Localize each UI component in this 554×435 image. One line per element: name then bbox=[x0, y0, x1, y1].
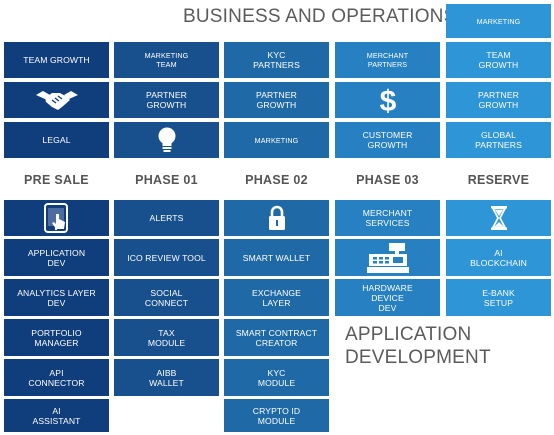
tile-application-dev: APPLICATION DEV bbox=[4, 239, 109, 276]
tile-social-connect: SOCIAL CONNECT bbox=[114, 279, 219, 316]
lightbulb-icon bbox=[158, 127, 175, 152]
tile-partner-growth: PARTNER GROWTH bbox=[224, 82, 329, 118]
phase-heading-presale: PRE SALE bbox=[24, 173, 89, 187]
tile-aibb-wallet: AIBB WALLET bbox=[114, 359, 219, 396]
svg-text:$: $ bbox=[379, 85, 396, 115]
phase-heading-phase-01: PHASE 01 bbox=[135, 173, 198, 187]
tile-customer-growth: CUSTOMER GROWTH bbox=[335, 122, 440, 158]
tile-marketing: MARKETING bbox=[446, 4, 551, 38]
tile-team-growth: TEAM GROWTH bbox=[446, 42, 551, 78]
hourglass-icon bbox=[490, 206, 507, 230]
tile-merchant-partners: MERCHANT PARTNERS bbox=[335, 42, 440, 78]
tile-partnership bbox=[4, 82, 109, 118]
lock-icon bbox=[268, 205, 285, 230]
tile-partner-growth: PARTNER GROWTH bbox=[114, 82, 219, 118]
tile-partner-growth: PARTNER GROWTH bbox=[446, 82, 551, 118]
tile-ai-blockchain: AI BLOCKCHAIN bbox=[446, 239, 551, 276]
tile-tax-module: TAX MODULE bbox=[114, 319, 219, 356]
tile-portfolio-manager: PORTFOLIO MANAGER bbox=[4, 319, 109, 356]
business-section-title: BUSINESS AND OPERATIONS bbox=[183, 6, 457, 27]
application-section-title-line2: DEVELOPMENT bbox=[345, 347, 491, 368]
tile-ai-assistant: AI ASSISTANT bbox=[4, 399, 109, 432]
dollar-icon: $ bbox=[379, 85, 396, 115]
tile-legal: LEGAL bbox=[4, 122, 109, 158]
phase-heading-phase-03: PHASE 03 bbox=[356, 173, 419, 187]
handshake-icon bbox=[35, 91, 78, 110]
tile-kyc-partners: KYC PARTNERS bbox=[224, 42, 329, 78]
tile-exchange-layer: EXCHANGE LAYER bbox=[224, 279, 329, 316]
tile-api-connector: API CONNECTOR bbox=[4, 359, 109, 396]
tile-mobile-app bbox=[4, 200, 109, 236]
cash-register-icon bbox=[366, 242, 409, 273]
tile-finance: $ bbox=[335, 82, 440, 118]
tablet-touch-icon bbox=[43, 203, 68, 233]
tile-smart-contract-creator: SMART CONTRACT CREATOR bbox=[224, 319, 329, 356]
tile-ideas bbox=[114, 122, 219, 158]
tile-hardware-device-dev: HARDWARE DEVICE DEV bbox=[335, 279, 440, 316]
tile-analytics-layer-dev: ANALYTICS LAYER DEV bbox=[4, 279, 109, 316]
tile-timing bbox=[446, 200, 551, 236]
tile-point-of-sale bbox=[335, 239, 440, 276]
application-section-title-line1: APPLICATION bbox=[345, 324, 472, 345]
phase-heading-phase-02: PHASE 02 bbox=[245, 173, 308, 187]
tile-marketing-team: MARKETING TEAM bbox=[114, 42, 219, 78]
tile-marketing: MARKETING bbox=[224, 122, 329, 158]
tile-smart-wallet: SMART WALLET bbox=[224, 239, 329, 276]
tile-merchant-services: MERCHANT SERVICES bbox=[335, 200, 440, 236]
tile-crypto-id-module: CRYPTO ID MODULE bbox=[224, 399, 329, 432]
tile-ebank-setup: E-BANK SETUP bbox=[446, 279, 551, 316]
tile-ico-review-tool: ICO REVIEW TOOL bbox=[114, 239, 219, 276]
tile-team-growth: TEAM GROWTH bbox=[4, 42, 109, 78]
tile-kyc-module: KYC MODULE bbox=[224, 359, 329, 396]
tile-alerts: ALERTS bbox=[114, 200, 219, 236]
phase-heading-reserve: RESERVE bbox=[467, 173, 530, 187]
tile-global-partners: GLOBAL PARTNERS bbox=[446, 122, 551, 158]
tile-security bbox=[224, 200, 329, 236]
